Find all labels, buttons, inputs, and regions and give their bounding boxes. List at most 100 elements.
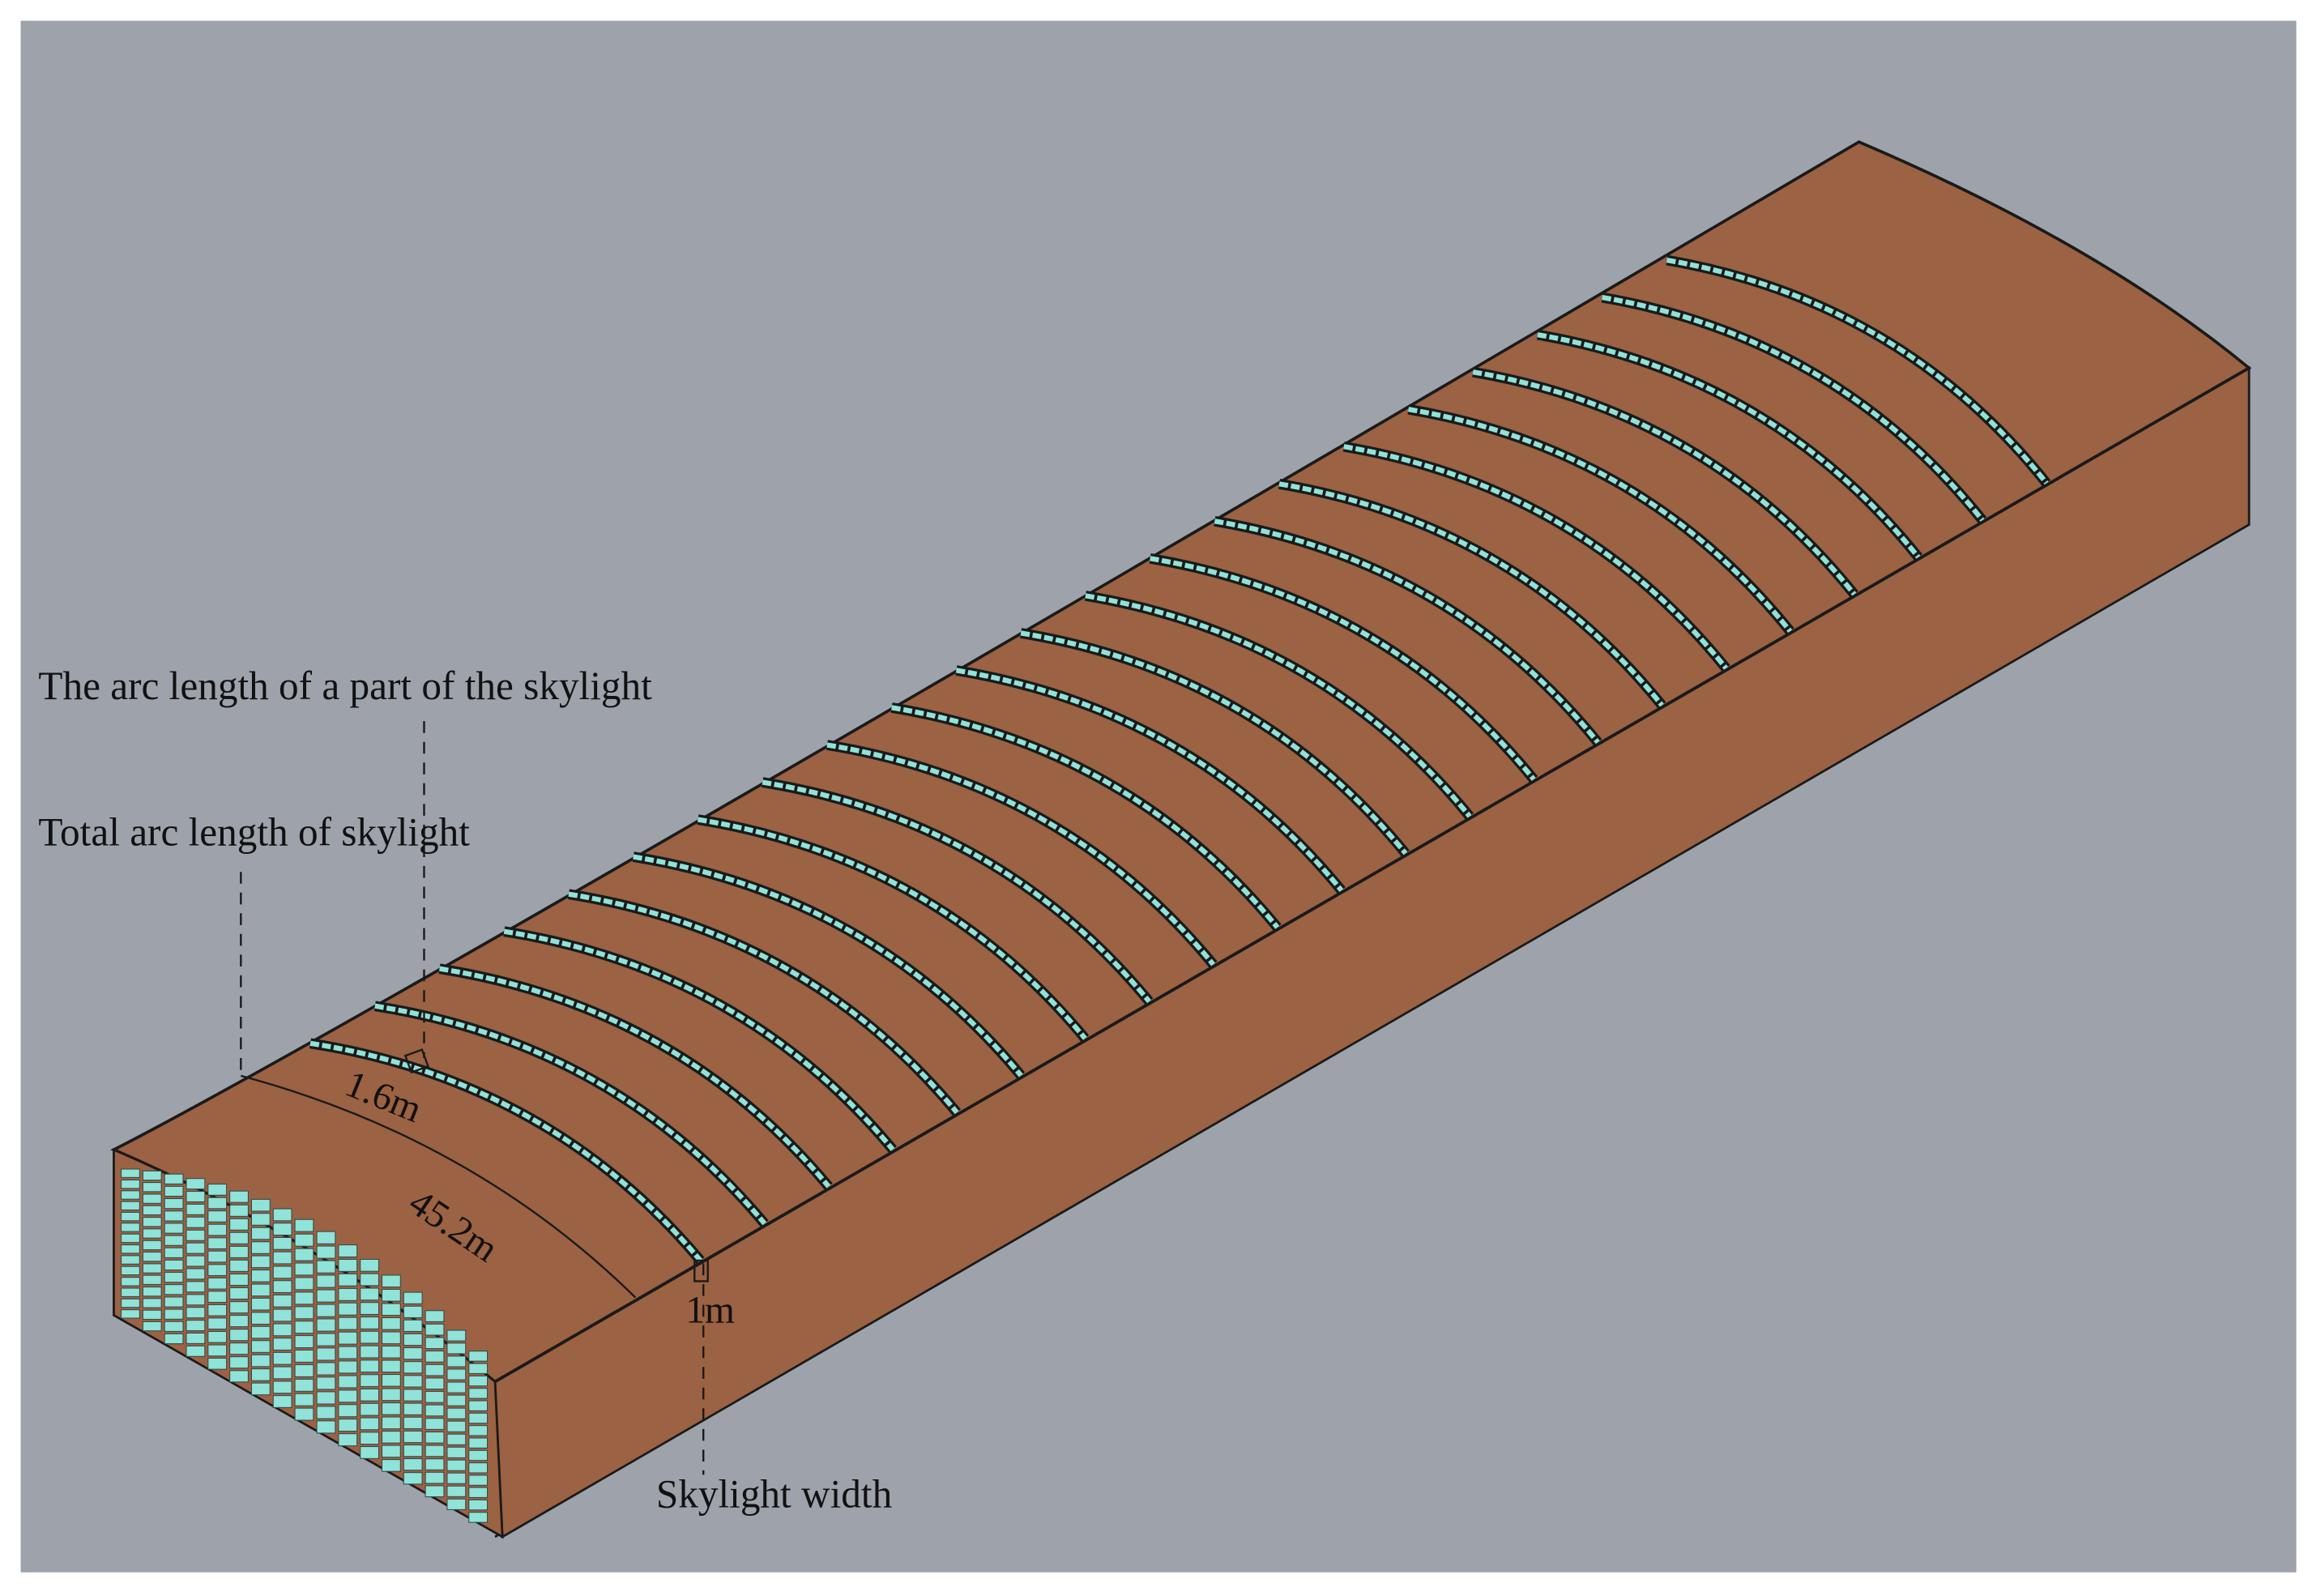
facade-pane	[468, 1425, 489, 1436]
facade-pane	[294, 1291, 314, 1305]
facade-pane	[142, 1205, 162, 1216]
facade-pane	[272, 1308, 292, 1322]
facade-pane	[294, 1378, 314, 1392]
skylight-glass	[1020, 630, 1408, 856]
facade-pane	[446, 1407, 467, 1419]
facade-pane	[229, 1356, 249, 1369]
facade-pane	[186, 1307, 206, 1319]
facade-pane	[294, 1218, 314, 1232]
facade-pane	[229, 1231, 249, 1244]
facade-pane	[360, 1302, 380, 1316]
facade-pane	[250, 1270, 271, 1282]
facade-pane	[338, 1433, 358, 1447]
facade-pane	[338, 1389, 358, 1403]
facade-pane	[186, 1203, 206, 1215]
facade-pane	[468, 1512, 489, 1523]
facade-pane	[272, 1280, 292, 1294]
facade-pane	[294, 1262, 314, 1276]
facade-pane	[468, 1462, 489, 1474]
facade-pane	[468, 1363, 489, 1374]
facade-pane	[403, 1444, 423, 1457]
facade-pane	[338, 1302, 358, 1316]
facade-pane	[164, 1259, 184, 1271]
facade-pane	[403, 1430, 423, 1444]
facade-pane	[186, 1178, 206, 1190]
facade-pane	[468, 1449, 489, 1462]
skylight-glass	[1214, 518, 1600, 745]
facade-pane	[229, 1342, 249, 1355]
facade-pane	[186, 1332, 206, 1344]
facade-pane	[207, 1223, 228, 1236]
facade-pane	[294, 1335, 314, 1349]
facade-pane	[446, 1498, 467, 1510]
facade-pane	[316, 1362, 336, 1376]
facade-pane	[272, 1395, 292, 1408]
facade-pane	[121, 1298, 140, 1308]
facade-pane	[229, 1315, 249, 1328]
facade-pane	[207, 1317, 228, 1330]
facade-pane	[272, 1236, 292, 1250]
facade-pane	[403, 1402, 423, 1415]
facade-pane	[381, 1288, 401, 1302]
skylight-glass	[568, 891, 959, 1115]
facade-pane	[316, 1391, 336, 1405]
facade-pane	[294, 1306, 314, 1320]
skylight-glass	[826, 742, 1215, 967]
facade-pane	[446, 1433, 467, 1445]
facade-pane	[468, 1351, 489, 1362]
facade-pane	[316, 1304, 336, 1317]
facade-pane	[164, 1284, 184, 1295]
facade-pane	[425, 1390, 445, 1403]
facade-pane	[360, 1316, 380, 1329]
facade-pane	[294, 1393, 314, 1406]
facade-pane	[381, 1345, 401, 1359]
facade-pane	[360, 1432, 380, 1445]
facade-pane	[207, 1344, 228, 1357]
facade-pane	[338, 1316, 358, 1330]
skylight-glass	[1602, 295, 1985, 523]
facade-pane	[360, 1445, 380, 1459]
facade-pane	[186, 1320, 206, 1332]
facade-pane	[164, 1247, 184, 1258]
facade-pane	[142, 1228, 162, 1239]
facade-pane	[142, 1170, 162, 1181]
facade-pane	[272, 1294, 292, 1308]
facade-pane	[229, 1273, 249, 1287]
facade-pane	[294, 1363, 314, 1377]
facade-pane	[403, 1361, 423, 1374]
facade-pane	[360, 1258, 380, 1272]
facade-pane	[142, 1274, 162, 1286]
facade-pane	[121, 1179, 140, 1189]
width-value: 1m	[685, 1290, 735, 1332]
facade-pane	[250, 1368, 271, 1381]
facade-pane	[381, 1445, 401, 1458]
facade-pane	[294, 1248, 314, 1261]
facade-pane	[316, 1333, 336, 1346]
facade-pane	[425, 1445, 445, 1457]
skylight-glass	[503, 928, 895, 1151]
facade-pane	[250, 1297, 271, 1311]
facade-pane	[381, 1416, 401, 1430]
skylight-glass	[439, 966, 831, 1188]
facade-pane	[164, 1223, 184, 1234]
skylight-strips	[309, 254, 2051, 1265]
facade-pane	[468, 1499, 489, 1511]
facade-pane	[121, 1211, 140, 1222]
facade-pane	[207, 1264, 228, 1277]
facade-pane	[250, 1227, 271, 1240]
facade-pane	[468, 1412, 489, 1424]
facade-pane	[425, 1363, 445, 1376]
facade-pane	[425, 1337, 445, 1350]
width-marker	[693, 1259, 709, 1282]
facade-pane	[121, 1168, 140, 1178]
facade-pane	[186, 1216, 206, 1228]
facade-pane	[207, 1357, 228, 1370]
facade-pane	[121, 1201, 140, 1211]
facade-pane	[207, 1210, 228, 1223]
skylight-glass	[633, 854, 1023, 1078]
facade-pane	[360, 1417, 380, 1431]
facade-pane	[294, 1407, 314, 1421]
facade-pane	[381, 1388, 401, 1402]
facade-pane	[381, 1431, 401, 1444]
